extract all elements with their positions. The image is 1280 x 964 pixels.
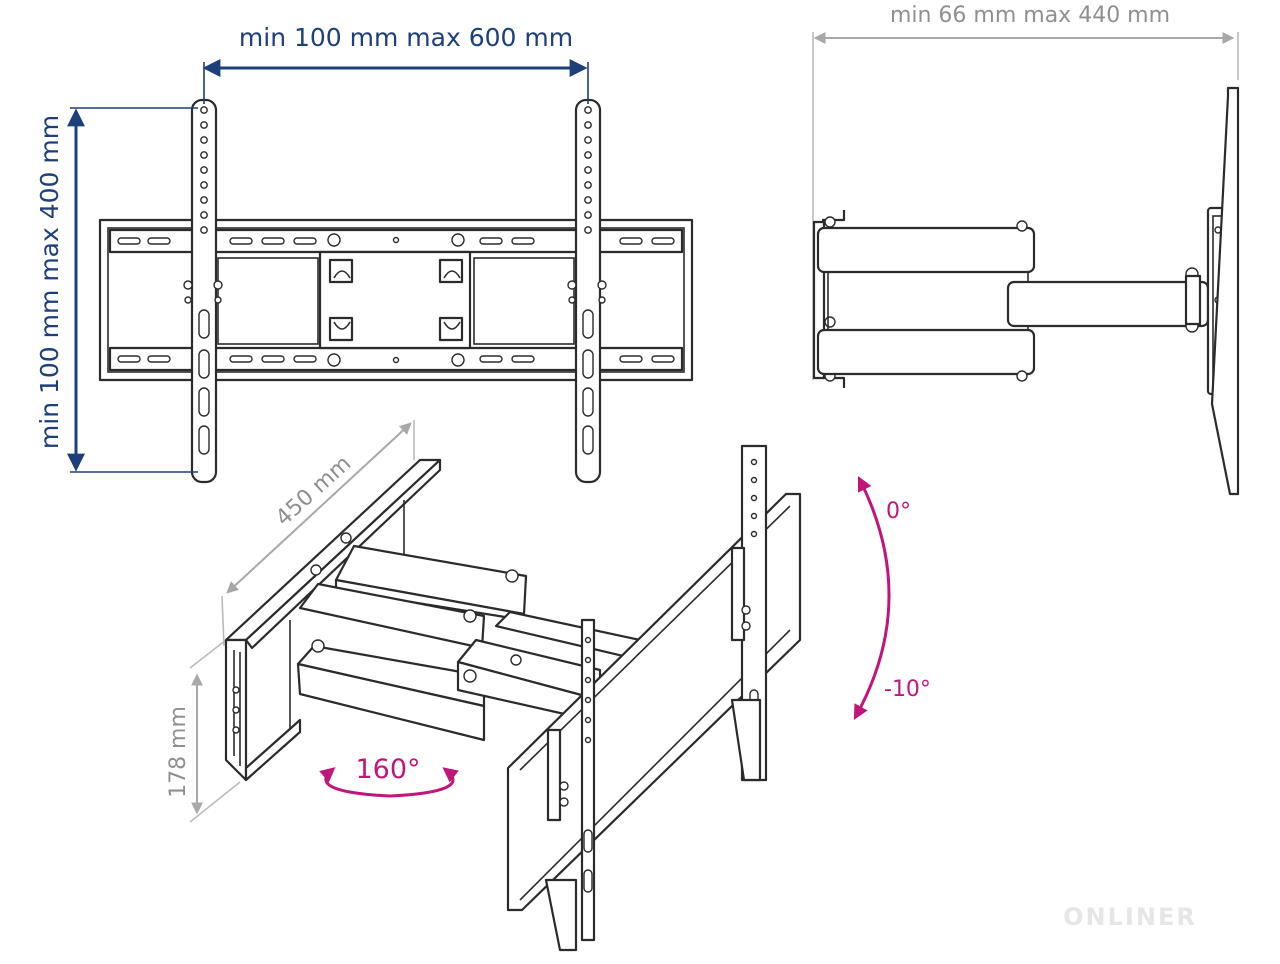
front-left-bracket [183,98,223,484]
swivel-label: 160° [355,754,420,785]
watermark-text: ONLINER [1063,903,1197,931]
arm-length-label: 450 mm [271,451,356,531]
perspective-view: 450 mm 178 mm [166,420,931,952]
hole-horizontal-label: min 100 mm max 600 mm [239,23,573,52]
tilt-down-label: -10° [884,677,931,702]
perspective-tv-plate [506,444,802,952]
front-view: min 100 mm max 600 mm min 100 mm max 400… [35,23,694,484]
side-arms [816,220,1210,382]
side-wall-plate [812,210,846,388]
perspective-wall-plate [224,458,442,782]
hole-vertical-label: min 100 mm max 400 mm [35,115,64,449]
tilt-indicator: 0° -10° [853,475,931,720]
rail-slots [117,237,675,363]
wall-plate-height-label: 178 mm [166,706,191,798]
hole-horizontal-dimension: min 100 mm max 600 mm [202,23,589,104]
tilt-up-label: 0° [886,499,911,524]
swivel-indicator: 160° [319,754,459,798]
wall-distance-label: min 66 mm max 440 mm [890,3,1170,28]
front-right-bracket [567,98,607,484]
side-view: min 66 mm max 440 mm [812,3,1240,496]
hole-vertical-dimension: min 100 mm max 400 mm [35,107,198,473]
perspective-arms [296,544,642,742]
wall-plate-height-dimension: 178 mm [166,639,241,823]
side-tv-plate [1206,86,1240,496]
